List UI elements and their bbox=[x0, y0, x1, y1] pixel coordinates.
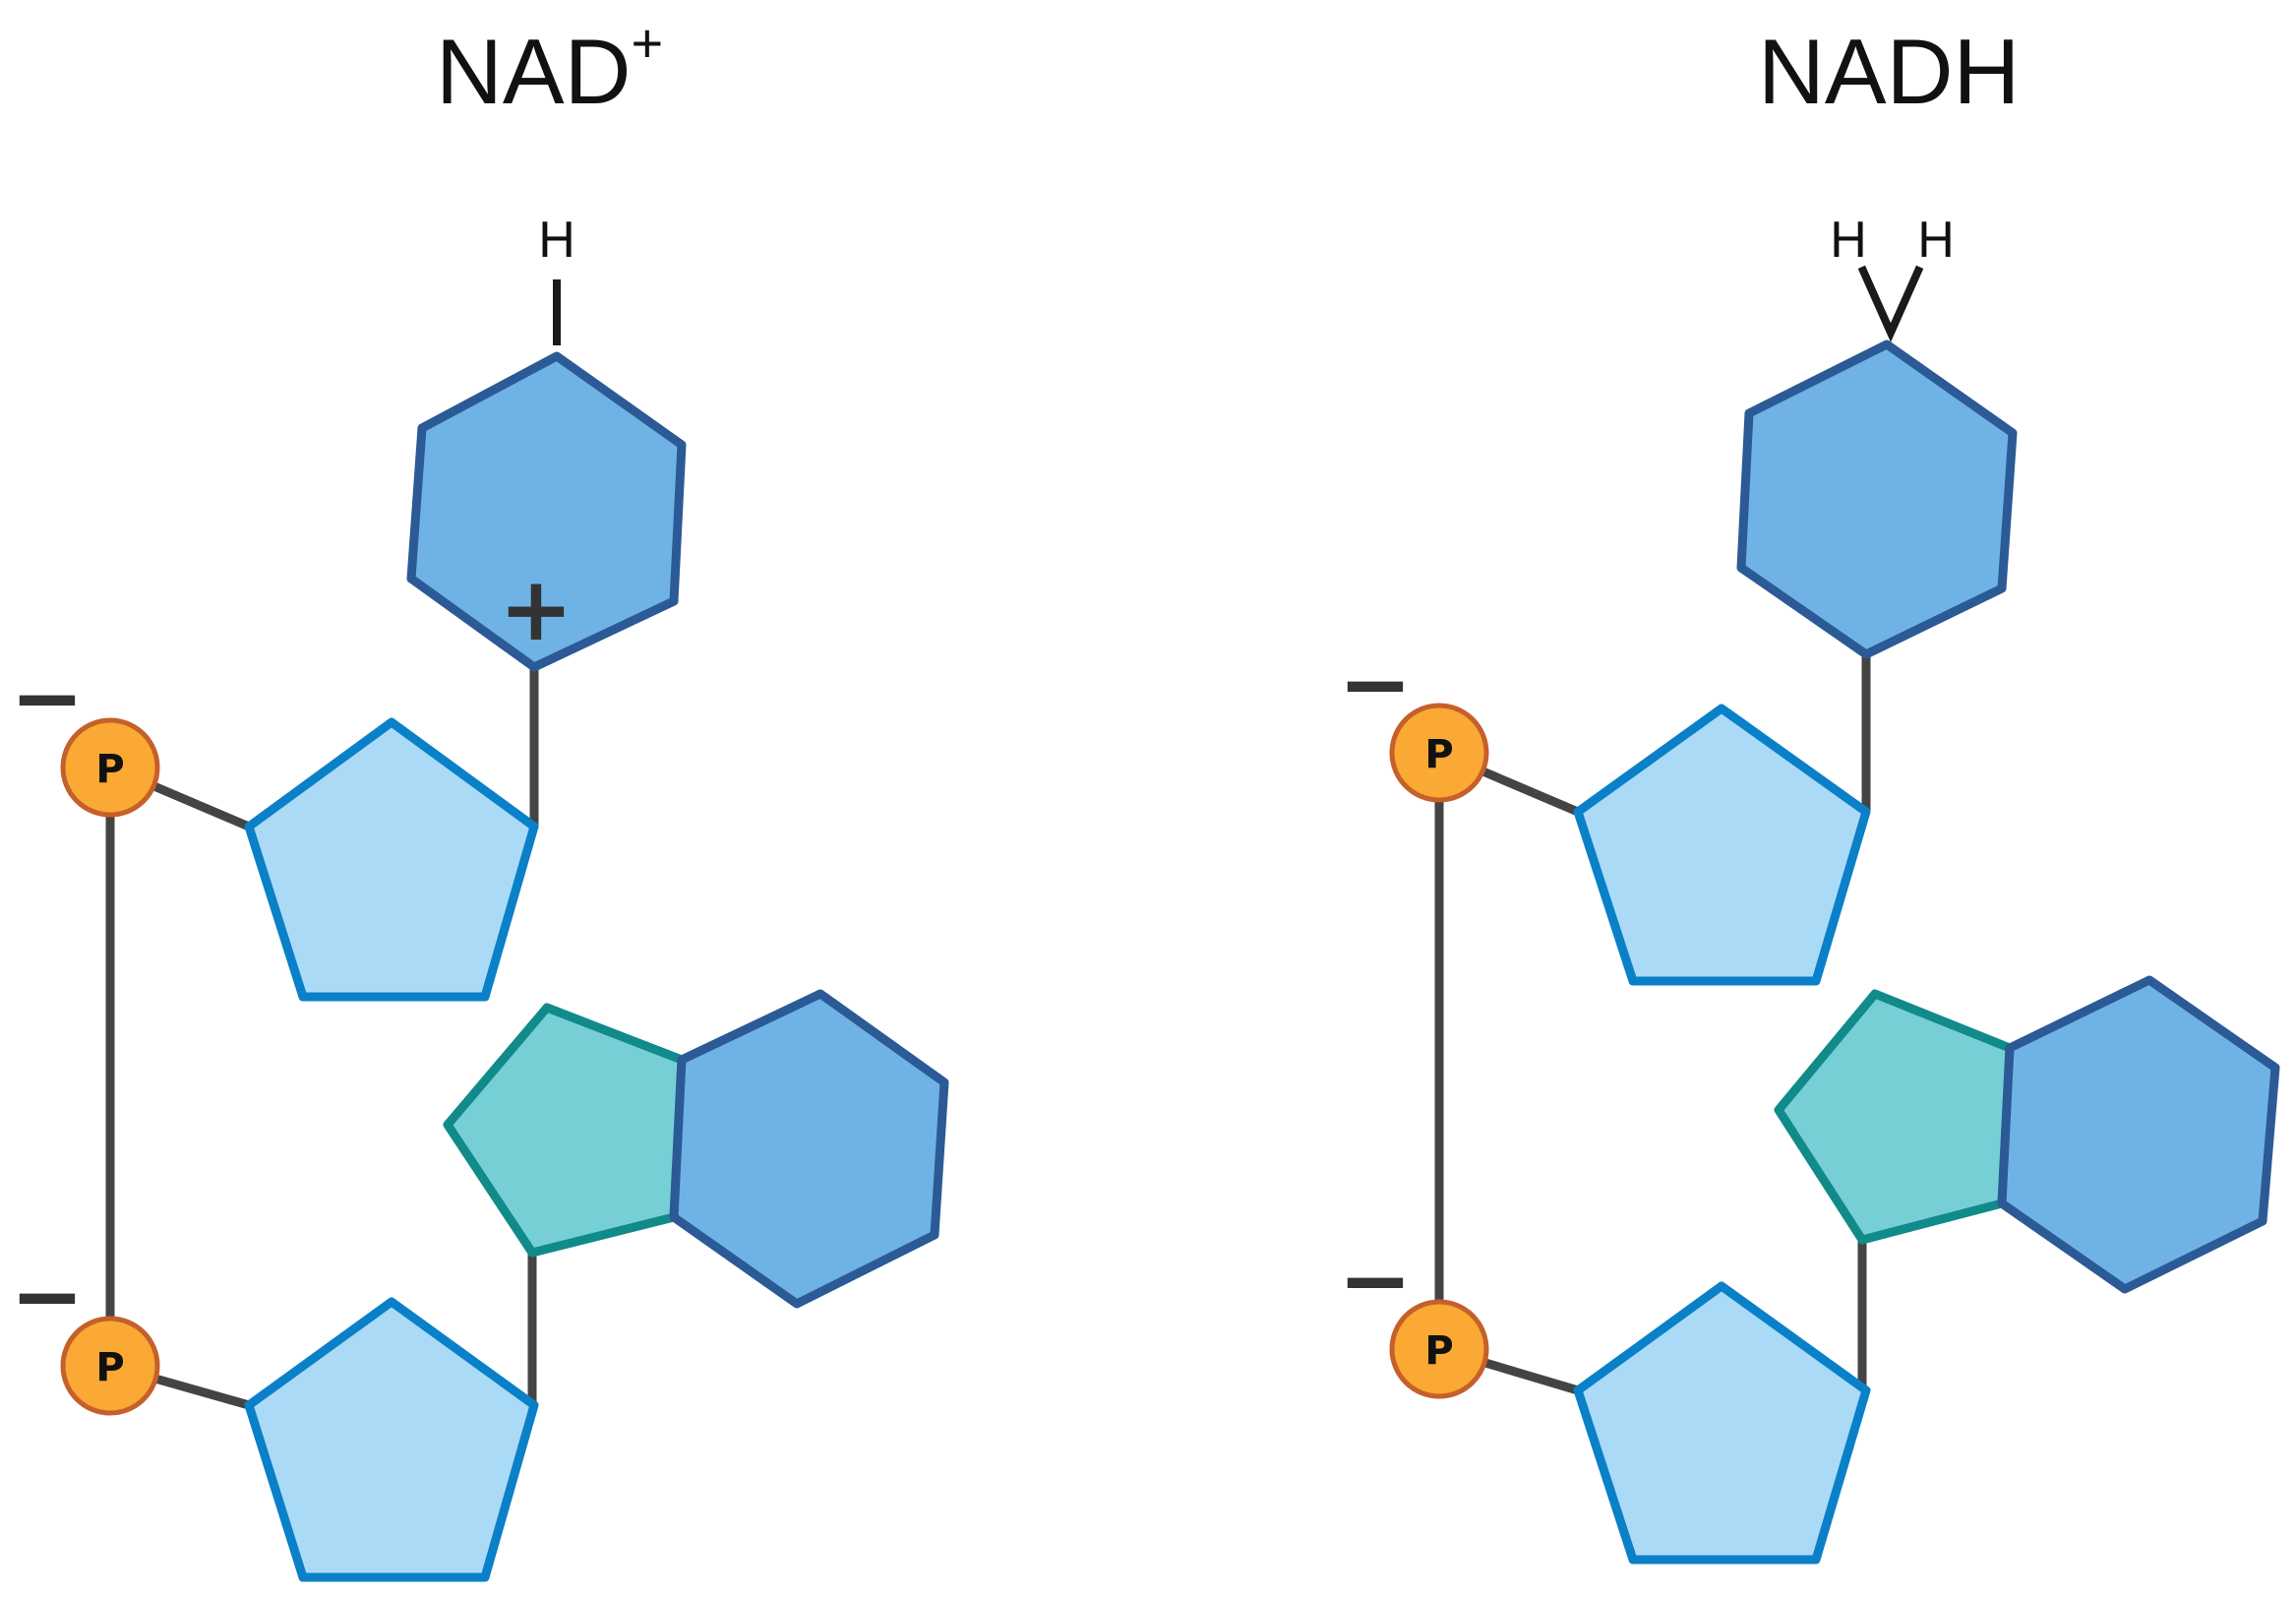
nicotinamide-ring bbox=[406, 351, 687, 672]
ribose-sugar-top bbox=[1573, 704, 1871, 986]
nad-plus-title: NAD+ bbox=[436, 12, 663, 123]
ribose-sugar-bottom bbox=[1573, 1281, 1871, 1565]
adenine-five-membered-ring bbox=[443, 1003, 687, 1258]
nicotinamide-ring bbox=[1736, 339, 2018, 659]
hydrogen-atom-label: H bbox=[1830, 212, 1867, 269]
ribose-sugar-bottom bbox=[244, 1297, 539, 1582]
phosphate-group-bottom: P − bbox=[1338, 1229, 1489, 1399]
phosphate-group-bottom: P − bbox=[10, 1245, 160, 1416]
adenine-six-membered-ring bbox=[669, 989, 949, 1309]
nadh-title: NADH bbox=[1758, 20, 2020, 123]
adenine-six-membered-ring bbox=[1997, 975, 2280, 1294]
nadh-molecule: NADH H H P − P − bbox=[1338, 20, 2280, 1565]
phosphate-label: P bbox=[1424, 1328, 1453, 1374]
phosphate-group-top: P − bbox=[10, 646, 160, 818]
phosphate-label: P bbox=[95, 1345, 124, 1390]
phosphate-negative-charge: − bbox=[10, 1245, 84, 1348]
adenine-five-membered-ring bbox=[1774, 989, 2015, 1245]
phosphate-negative-charge: − bbox=[1338, 633, 1412, 736]
hydrogen-atom-label: H bbox=[538, 212, 575, 269]
phosphate-label: P bbox=[95, 747, 124, 792]
phosphate-label: P bbox=[1424, 732, 1453, 777]
phosphate-group-top: P − bbox=[1338, 633, 1489, 803]
nad-plus-molecule: NAD+ H + P − P − bbox=[10, 12, 949, 1582]
hydrogen-atom-label: H bbox=[1917, 212, 1955, 269]
phosphate-negative-charge: − bbox=[1338, 1229, 1412, 1332]
phosphate-negative-charge: − bbox=[10, 646, 84, 750]
hydrogen-bonds bbox=[1857, 265, 1924, 342]
ring-charge-plus: + bbox=[499, 558, 573, 661]
ribose-sugar-top bbox=[244, 717, 539, 1002]
